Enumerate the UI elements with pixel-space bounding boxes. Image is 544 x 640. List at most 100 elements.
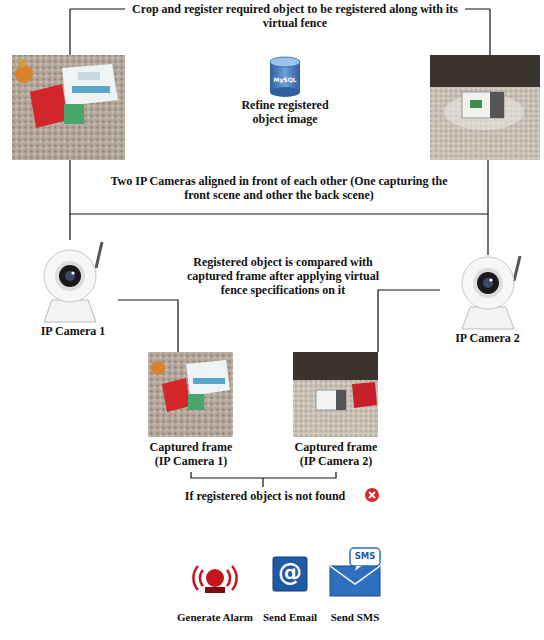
database-logo-text: MySQL [270,76,300,83]
photo-object [18,59,26,67]
ip-camera-icon [462,256,520,329]
camera-lens [483,278,493,288]
alarm-wave [227,570,230,586]
leader-line [489,9,490,55]
camera-base [44,300,96,322]
leader-lines [70,9,490,487]
photo-object [186,360,230,396]
sms-envelope-flap [330,566,380,584]
photo-object [316,390,346,410]
edge-label: Two IP Cameras aligned in front of each … [109,174,449,202]
sms-action-node: SMS Send SMS [322,546,388,626]
note-text: Crop and register required object to be … [125,2,465,30]
camera-label: IP Camera 1 [28,324,118,338]
alarm-wave [232,566,237,590]
leader-line [69,9,70,55]
photo-object [462,92,504,118]
captured-photo [148,352,233,437]
photo-object [151,361,165,375]
photo-object [162,378,190,412]
photo-object [62,64,118,106]
camera-label: IP Camera 2 [440,331,535,345]
photo-object [64,104,84,124]
alarm-wave [193,566,198,590]
photo-background [148,352,233,437]
email-symbol: @ [273,559,307,587]
registered-photo [430,55,540,160]
sms-envelope [330,566,380,596]
photo-object [336,390,346,410]
photo-object [193,378,225,384]
camera-lens [473,268,503,298]
photo-object [78,72,100,80]
condition-text: If registered object is not found [165,489,365,503]
photo-background [12,55,125,160]
photo-background [430,55,540,87]
leader-line [69,160,70,214]
camera-head [44,250,96,302]
photo-background [430,55,540,160]
camera-lens [71,271,74,274]
photo-object [352,382,377,408]
camera-lens [55,261,85,291]
sms-bubble-tail [354,566,362,572]
email-action-node: @ Send Email [258,550,322,626]
alarm-icon [193,566,236,593]
database-body [270,87,300,97]
photo-object [490,92,504,118]
sms-symbol: SMS [350,551,380,561]
cross-circle [365,488,379,502]
camera-head [462,257,514,309]
captured-photo [293,352,378,437]
leader-line [487,160,488,214]
note-text: Registered object is compared with captu… [183,255,383,297]
camera-lens [65,271,75,281]
alarm-wave [200,570,203,586]
email-icon [273,557,307,591]
camera-lens [477,272,499,294]
frame-caption: Captured frame (IP Camera 2) [290,440,382,468]
photo-object [30,84,68,128]
alarm-base [205,587,225,593]
frame-caption: Captured frame (IP Camera 1) [145,440,237,468]
photo-object [72,86,110,93]
leader-line [262,478,263,487]
connector-line [378,290,440,352]
sms-bubble [350,548,380,566]
action-label: Generate Alarm [170,610,260,624]
photo-background [293,352,378,437]
database-icon [270,57,300,97]
camera-lens [59,265,81,287]
camera-base [462,307,514,329]
alarm-light [206,569,224,587]
database-node: MySQL Refine registered object image [225,52,345,130]
not-found-cross [365,488,379,502]
connector-line [191,472,336,478]
ip-camera-node: IP Camera 2 [440,255,535,347]
database-top [270,57,300,67]
sms-icon [330,548,380,596]
ip-camera-icon [44,242,102,322]
photo-background [293,352,378,380]
photo-object [188,394,204,410]
email-square [273,557,307,591]
connector-line [70,214,488,255]
registered-photo [12,55,125,160]
photo-object [470,100,482,108]
photo-object [15,65,33,83]
captured-frame-node: Captured frame (IP Camera 2) [290,352,382,472]
camera-antenna [514,256,520,281]
node-caption: Refine registered object image [230,98,340,126]
action-label: Send SMS [322,610,388,624]
action-label: Send Email [258,610,322,624]
connector-line [118,300,178,352]
ip-camera-node: IP Camera 1 [28,240,118,340]
alarm-action-node: Generate Alarm [170,548,260,626]
cross-mark [369,492,375,498]
captured-frame-node: Captured frame (IP Camera 1) [145,352,237,472]
camera-antenna [96,242,102,268]
camera-lens [489,278,492,281]
